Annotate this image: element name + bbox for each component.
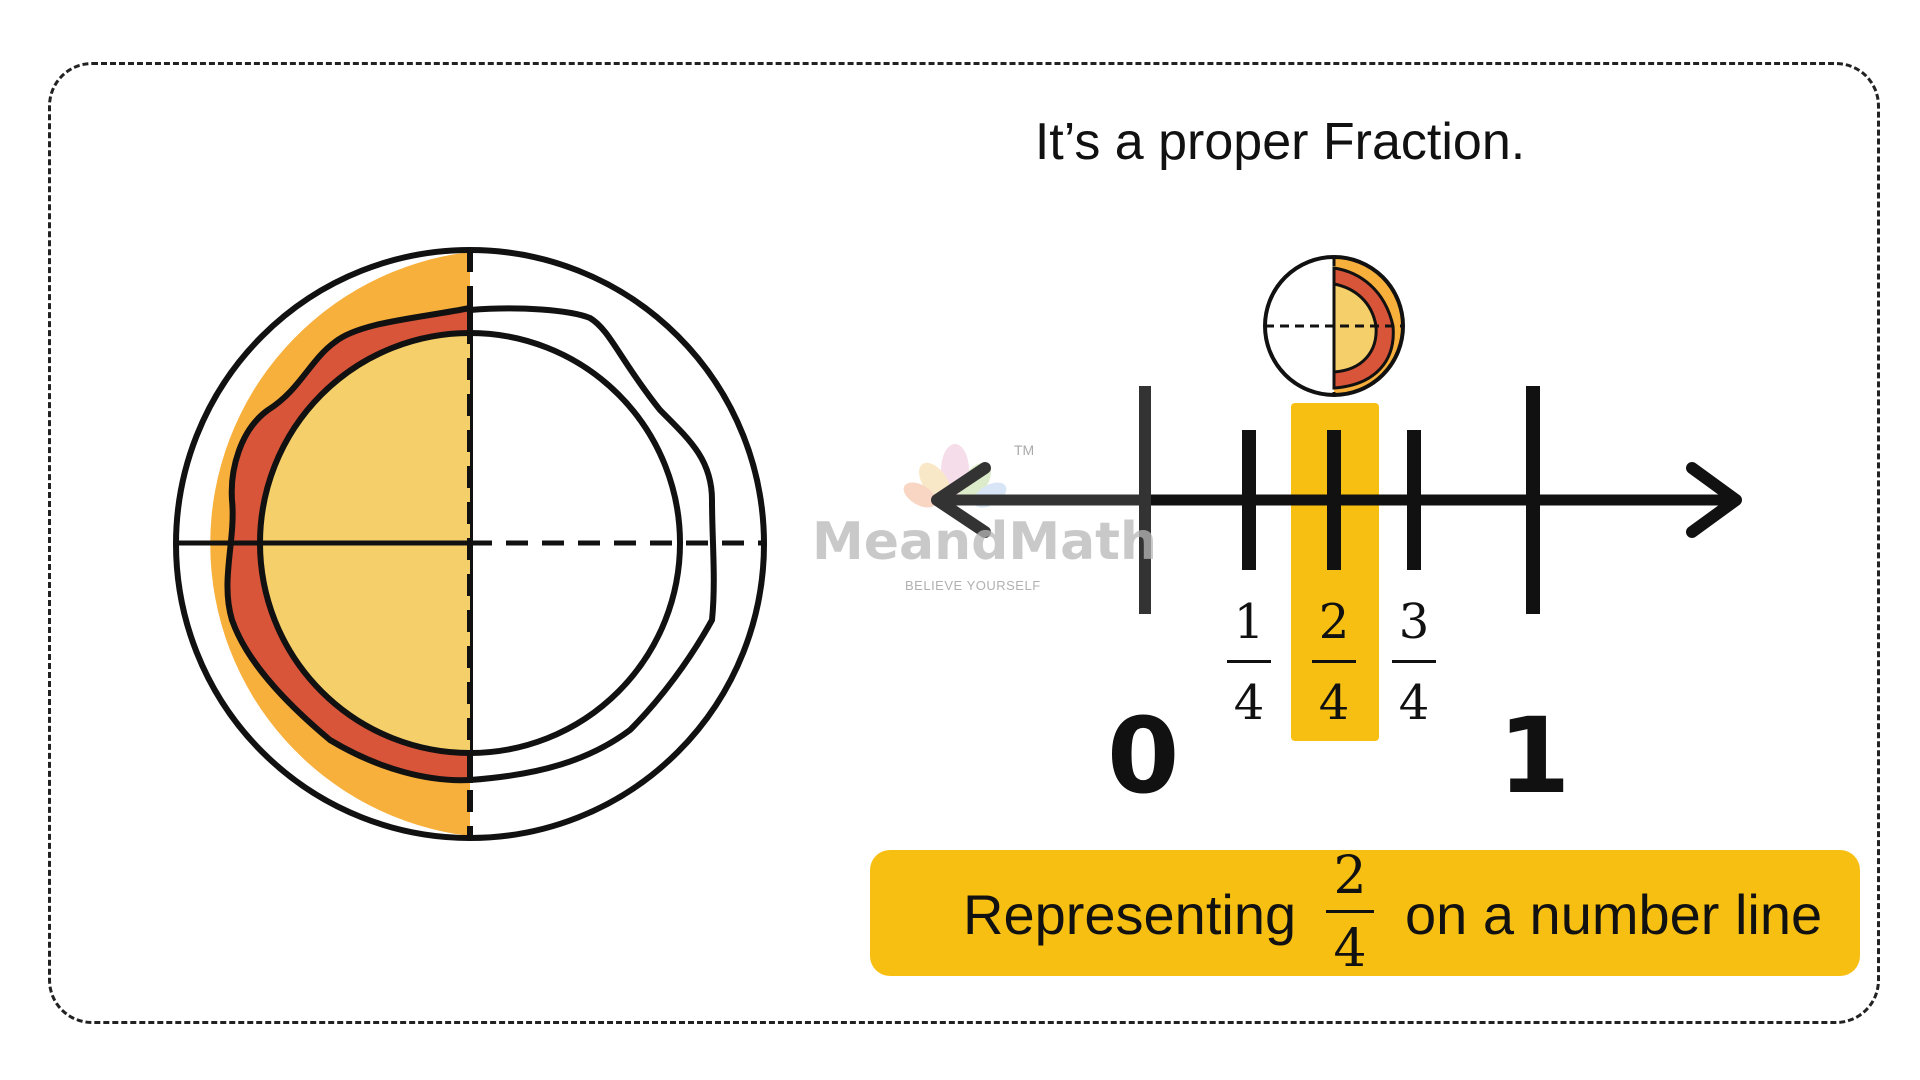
watermark-tagline: BELIEVE YOURSELF: [905, 578, 1041, 593]
numerator: 3: [1398, 594, 1430, 650]
numerator: 2: [1318, 594, 1350, 650]
small-pizza-icon: [1263, 255, 1405, 397]
caption-banner: Representing 2 4 on a number line: [870, 850, 1860, 976]
label-one: 1: [1498, 695, 1571, 817]
denominator: 4: [1233, 675, 1265, 731]
denominator: 4: [1398, 675, 1430, 731]
fraction-bar: [1392, 660, 1436, 663]
heading: It’s a proper Fraction.: [1034, 113, 1526, 171]
caption-before: Representing: [963, 883, 1297, 946]
denominator: 4: [1318, 675, 1350, 731]
fraction-bar: [1326, 910, 1374, 913]
caption-numerator: 2: [1333, 846, 1367, 906]
numerator: 1: [1233, 594, 1265, 650]
right-arrow-head: [1686, 462, 1742, 538]
fraction-bar: [1312, 660, 1356, 663]
left-arrow-head: [931, 462, 991, 538]
tick-label-2-4: 2 4: [1294, 598, 1374, 727]
tick-label-1-4: 1 4: [1209, 598, 1289, 727]
tick-label-3-4: 3 4: [1374, 598, 1454, 727]
dashed-frame: [48, 62, 1880, 1024]
caption-denominator: 4: [1333, 919, 1367, 979]
caption-after: on a number line: [1405, 883, 1823, 946]
caption-fraction: 2 4: [1315, 850, 1385, 975]
label-zero: 0: [1107, 695, 1180, 817]
number-line: [931, 386, 1742, 614]
watermark-tm: TM: [1014, 442, 1035, 458]
fraction-bar: [1227, 660, 1271, 663]
pizza-half-illustration: [173, 247, 767, 841]
highlight-box: [1291, 403, 1379, 741]
watermark-name: MeandMath: [812, 512, 1158, 572]
